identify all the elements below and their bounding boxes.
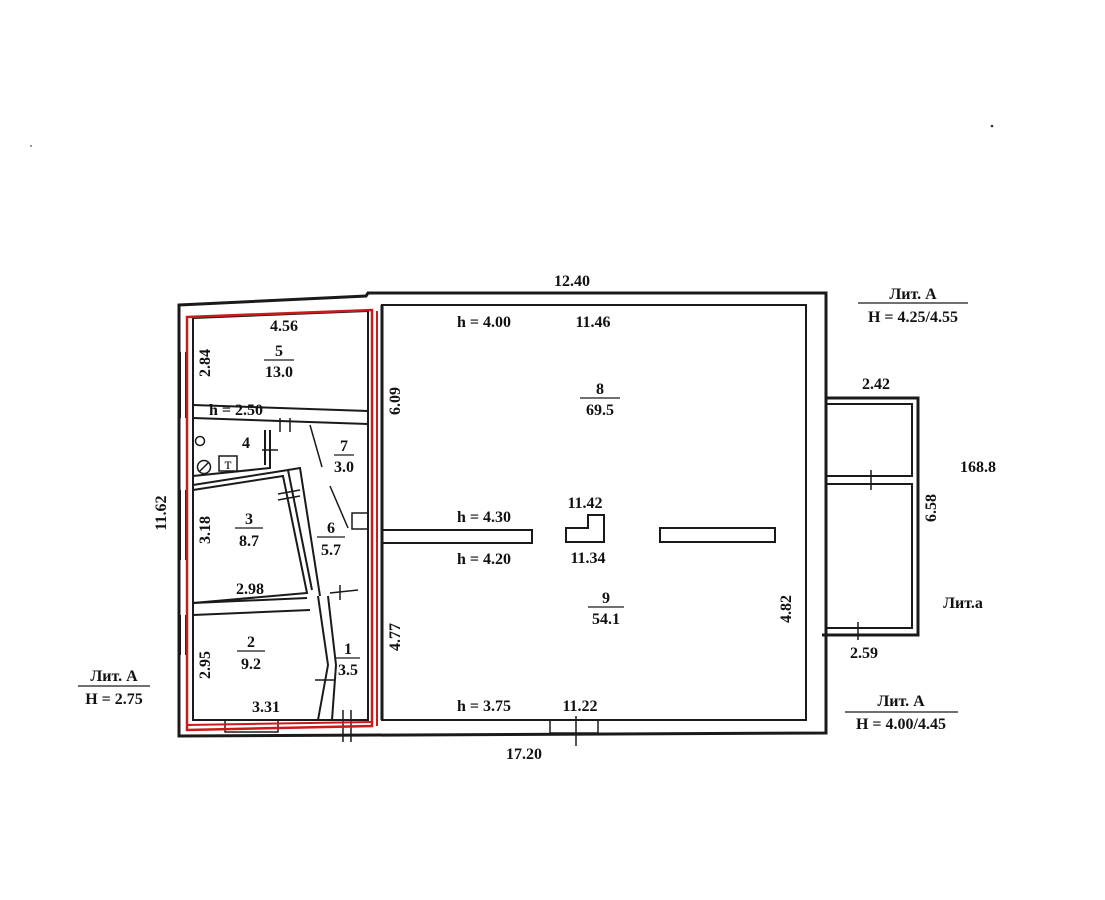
room-number: 7: [340, 438, 348, 455]
highlight-outline: [186, 721, 373, 726]
room-area: 3.5: [338, 662, 358, 679]
dim-center-lower: 11.34: [570, 550, 605, 567]
room-area: 5.7: [321, 542, 341, 559]
lit-a-left-h: H = 2.75: [85, 691, 143, 708]
area-fraction-bars: [235, 359, 624, 659]
left-windows: [179, 352, 187, 655]
room-number: 4: [242, 435, 250, 452]
dim-room3-left: 3.18: [197, 516, 214, 544]
room-number: 8: [596, 381, 604, 398]
room2-top-wall: [192, 597, 308, 604]
room-area: 13.0: [265, 364, 293, 381]
dim-inner-left-upper: 6.09: [387, 387, 404, 415]
room1-wall2: [327, 595, 338, 721]
dim-room5-left: 2.84: [197, 349, 214, 377]
height-room8: h = 4.00: [457, 314, 511, 331]
dim-room3-bottom: 2.98: [236, 581, 264, 598]
gas-boiler-icon: [198, 461, 210, 473]
dim-left-total: 11.62: [153, 495, 170, 530]
room6-wall: [287, 466, 321, 597]
room-area: 69.5: [586, 402, 614, 419]
dim-annex-bottom: 2.59: [850, 645, 878, 662]
speck: [30, 145, 32, 147]
annex-inner2: [826, 483, 913, 629]
lit-a-small: Лит.а: [943, 595, 983, 612]
dim-inner-left-lower: 4.77: [387, 623, 404, 651]
room1-wall: [317, 595, 330, 721]
dim-top-total: 12.40: [554, 273, 590, 290]
room-area: 54.1: [592, 611, 620, 628]
height-mid-upper: h = 4.30: [457, 509, 511, 526]
lit-a-top-title: Лит. А: [889, 286, 937, 303]
room-number: 3: [245, 511, 253, 528]
fixture-box: [351, 512, 369, 530]
dim-room2-bottom: 3.31: [252, 699, 280, 716]
annex-area: 168.8: [960, 459, 996, 476]
room-number: 5: [275, 343, 283, 360]
dim-annex-top: 2.42: [862, 376, 890, 393]
height-bottom: h = 3.75: [457, 698, 511, 715]
dim-center-upper: 11.42: [567, 495, 602, 512]
gas-boiler-icon: [196, 459, 212, 475]
room-number: 9: [602, 590, 610, 607]
lit-a-left-title: Лит. А: [90, 668, 138, 685]
lit-a-top-h: H = 4.25/4.55: [868, 309, 958, 326]
outer-wall-inner: [381, 304, 807, 721]
door-swing: [309, 424, 323, 468]
height-mid-lower: h = 4.20: [457, 551, 511, 568]
gas-boiler-icon: [194, 435, 206, 447]
dim-room9-right: 4.82: [778, 595, 795, 623]
meter-box-icon: [218, 455, 238, 472]
speck: [990, 124, 994, 128]
dim-bottom-total: 17.20: [506, 746, 542, 763]
room-area: 3.0: [334, 459, 354, 476]
dim-room9-bottom: 11.22: [562, 698, 597, 715]
lit-a-bottom-title: Лит. А: [877, 693, 925, 710]
room2-top-wall2: [192, 609, 311, 616]
dim-room8-top: 11.46: [575, 314, 610, 331]
height-room5: h = 2.50: [209, 402, 263, 419]
dim-room5-top: 4.56: [270, 318, 298, 335]
column: [565, 514, 605, 543]
room-number: 2: [247, 634, 255, 651]
door-swing: [329, 485, 349, 529]
room3-wall: [192, 474, 309, 604]
dim-room2-left: 2.95: [197, 651, 214, 679]
outer-wall: [177, 291, 828, 738]
room-area: 8.7: [239, 533, 259, 550]
hall-partition-left: [381, 529, 533, 544]
lit-a-bottom-h: H = 4.00/4.45: [856, 716, 946, 733]
door-mark: [329, 589, 359, 594]
meter-letter: т: [225, 456, 232, 473]
hall-partition-right: [659, 527, 776, 543]
room-number: 1: [344, 641, 352, 658]
annex-inner: [826, 403, 913, 477]
room4-wall: [192, 430, 271, 477]
dim-annex-right: 6.58: [923, 494, 940, 522]
bottom-window: [224, 719, 279, 733]
hall-door: [549, 719, 599, 734]
door-marks: [262, 418, 301, 501]
annex-wall: [822, 396, 920, 637]
room-number: 6: [327, 520, 335, 537]
highlight-outline: [185, 308, 374, 732]
room5-bottom-wall: [192, 404, 369, 412]
room-area: 9.2: [241, 656, 261, 673]
